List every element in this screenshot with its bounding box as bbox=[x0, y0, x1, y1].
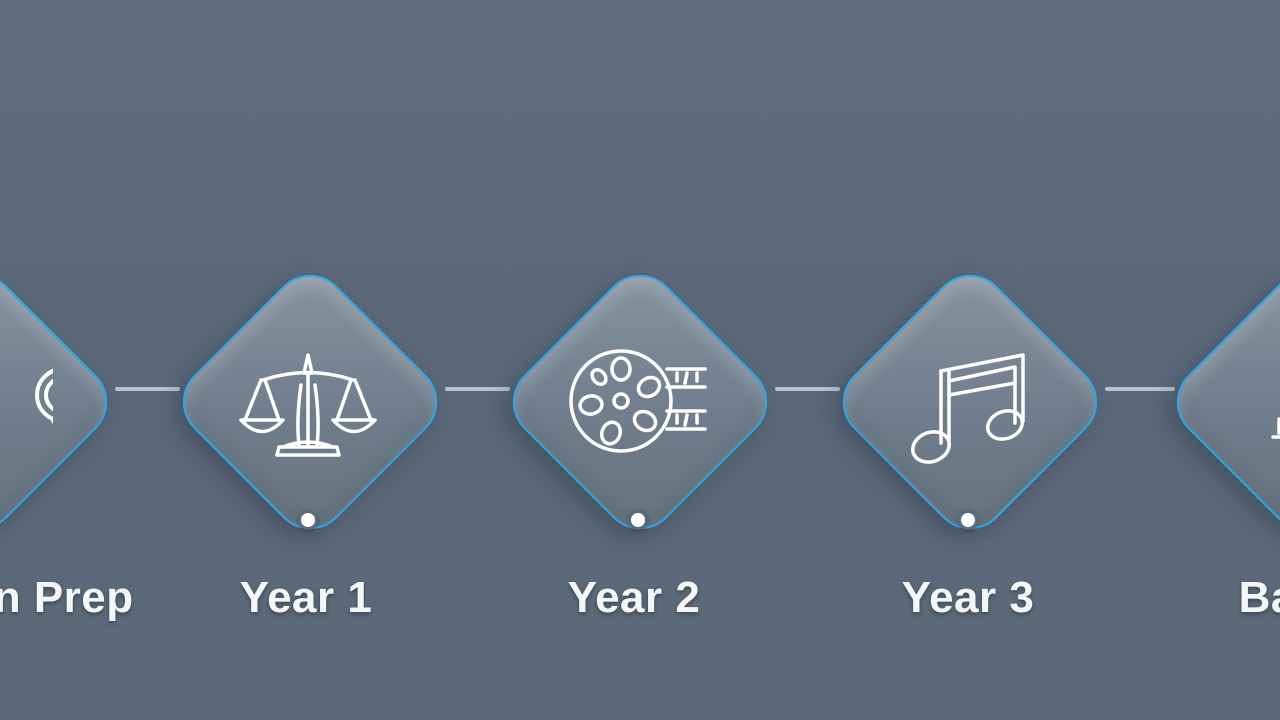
timeline-connector bbox=[1105, 387, 1175, 391]
timeline-step-year-2[interactable] bbox=[497, 259, 783, 545]
step-diamond[interactable] bbox=[497, 259, 783, 545]
step-marker-dot[interactable] bbox=[628, 510, 648, 530]
timeline-step-bar[interactable] bbox=[1161, 259, 1280, 545]
step-diamond[interactable] bbox=[1161, 259, 1280, 545]
step-marker-dot[interactable] bbox=[298, 510, 318, 530]
step-diamond[interactable] bbox=[167, 259, 453, 545]
step-diamond[interactable] bbox=[0, 259, 123, 545]
step-label: Bar bbox=[1238, 573, 1280, 622]
step-label: Year 3 bbox=[901, 573, 1035, 622]
step-marker-dot[interactable] bbox=[958, 510, 978, 530]
step-label: on Prep bbox=[0, 573, 134, 622]
step-diamond[interactable] bbox=[827, 259, 1113, 545]
timeline-connector bbox=[775, 387, 840, 391]
timeline-step-year-1[interactable] bbox=[167, 259, 453, 545]
timeline-connector bbox=[445, 387, 510, 391]
timeline-step-prep[interactable] bbox=[0, 259, 123, 545]
timeline-step-year-3[interactable] bbox=[827, 259, 1113, 545]
step-label: Year 1 bbox=[239, 573, 373, 622]
step-label: Year 2 bbox=[567, 573, 701, 622]
timeline-connector bbox=[115, 387, 180, 391]
